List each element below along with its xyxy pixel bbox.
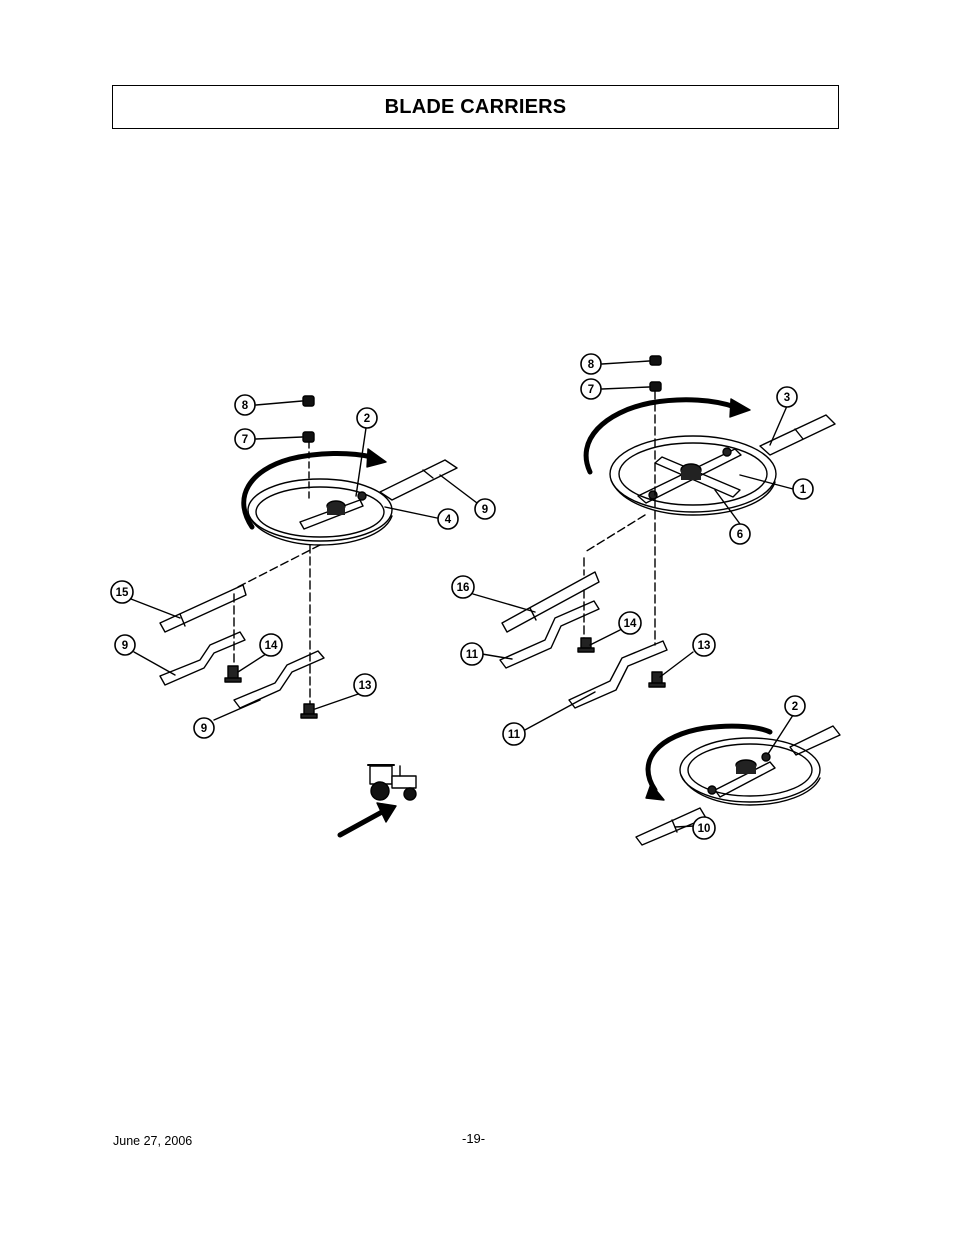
svg-text:11: 11	[508, 729, 521, 741]
svg-text:6: 6	[737, 529, 743, 541]
svg-text:14: 14	[624, 618, 637, 630]
callout-right-13: 13	[692, 633, 716, 657]
svg-text:14: 14	[265, 640, 278, 652]
title-box: BLADE CARRIERS	[112, 85, 839, 129]
callout-right-6: 6	[729, 523, 751, 545]
svg-text:4: 4	[445, 514, 452, 526]
callout-left-4: 4	[437, 508, 459, 530]
svg-text:8: 8	[242, 400, 249, 412]
callout-right-2: 2	[784, 695, 806, 717]
callout-left-9-top: 9	[474, 498, 496, 520]
svg-text:16: 16	[457, 582, 470, 594]
svg-text:9: 9	[122, 640, 128, 652]
footer-date: June 27, 2006	[113, 1134, 193, 1148]
callout-left-15: 15	[110, 580, 134, 604]
callout-right-7: 7	[580, 378, 602, 400]
svg-text:8: 8	[588, 359, 595, 371]
svg-text:9: 9	[201, 723, 207, 735]
svg-text:3: 3	[784, 392, 790, 404]
callout-right-1: 1	[792, 478, 814, 500]
svg-text:15: 15	[116, 587, 129, 599]
callout-right-11-mid: 11	[460, 642, 484, 666]
callout-right-16: 16	[451, 575, 475, 599]
callout-left-9-mid: 9	[114, 634, 136, 656]
callout-right-14: 14	[618, 611, 642, 635]
svg-text:1: 1	[800, 484, 807, 496]
svg-text:7: 7	[588, 384, 594, 396]
svg-text:13: 13	[698, 640, 711, 652]
page-number: -19-	[462, 1131, 486, 1146]
callout-right-8: 8	[580, 353, 602, 375]
callout-left-9-bottom: 9	[193, 717, 215, 739]
callout-left-8: 8	[234, 394, 256, 416]
callout-left-14: 14	[259, 633, 283, 657]
callout-left-7: 7	[234, 428, 256, 450]
callout-left-2: 2	[356, 407, 378, 429]
callout-left-13: 13	[353, 673, 377, 697]
callout-right-11-bottom: 11	[502, 722, 526, 746]
callout-right-10: 10	[692, 816, 716, 840]
svg-text:13: 13	[359, 680, 372, 692]
callout-right-3: 3	[776, 386, 798, 408]
page-title: BLADE CARRIERS	[384, 95, 567, 118]
svg-text:11: 11	[466, 649, 479, 661]
svg-text:9: 9	[482, 504, 488, 516]
svg-text:7: 7	[242, 434, 248, 446]
svg-text:2: 2	[364, 413, 370, 425]
svg-text:2: 2	[792, 701, 798, 713]
svg-text:10: 10	[698, 823, 711, 835]
